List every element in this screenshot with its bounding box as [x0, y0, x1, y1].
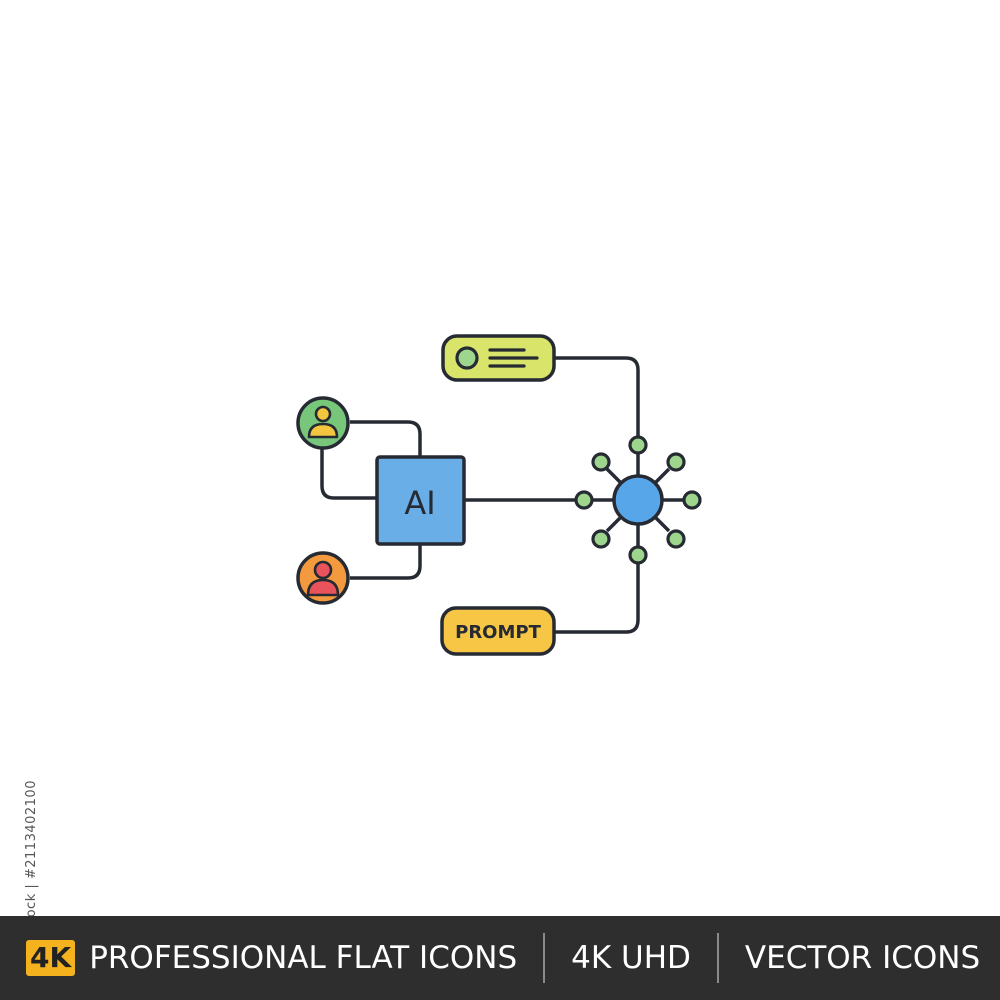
line-prompt-to-hub — [554, 564, 640, 634]
line-user1-to-ai — [350, 420, 422, 458]
user-head-icon — [313, 560, 333, 580]
banner-divider — [716, 933, 719, 983]
hub-node-bottom — [628, 545, 648, 565]
hub-node-right — [682, 490, 702, 510]
user-avatar-orange — [296, 551, 350, 605]
4k-badge: 4K — [26, 940, 76, 976]
banner-item-vector-icons: VECTOR ICONS — [744, 940, 981, 976]
message-bubble — [441, 334, 556, 382]
line-user1-down-to-ai — [320, 448, 376, 500]
user-head-icon — [314, 405, 332, 423]
line-message-to-hub — [554, 356, 640, 436]
hub-node-bottom-left — [591, 529, 611, 549]
ai-chip: AI — [375, 455, 466, 546]
hub-node-top-right — [666, 452, 686, 472]
footer-banner: 4K PROFESSIONAL FLAT ICONS 4K UHD VECTOR… — [0, 916, 1000, 1000]
ai-label: AI — [404, 484, 435, 522]
hub-core — [612, 474, 664, 526]
prompt-label: PROMPT — [455, 622, 541, 643]
banner-item-4k-uhd: 4K UHD — [571, 940, 691, 976]
hub-spokes — [592, 448, 684, 552]
connector-lines — [320, 356, 684, 634]
user-body-icon — [306, 578, 340, 597]
user-avatar-green — [296, 396, 350, 450]
network-hub — [574, 435, 702, 565]
hub-node-top — [628, 435, 648, 455]
hub-node-left — [574, 490, 594, 510]
hub-node-bottom-right — [666, 529, 686, 549]
message-text-lines-icon — [488, 348, 539, 368]
prompt-pill: PROMPT — [440, 606, 556, 656]
line-ai-to-user2 — [350, 545, 422, 580]
message-avatar-dot — [455, 346, 479, 370]
user-body-icon — [307, 422, 339, 439]
hub-node-top-left — [591, 452, 611, 472]
banner-divider — [543, 933, 546, 983]
banner-item-professional-flat-icons: PROFESSIONAL FLAT ICONS — [89, 940, 518, 976]
